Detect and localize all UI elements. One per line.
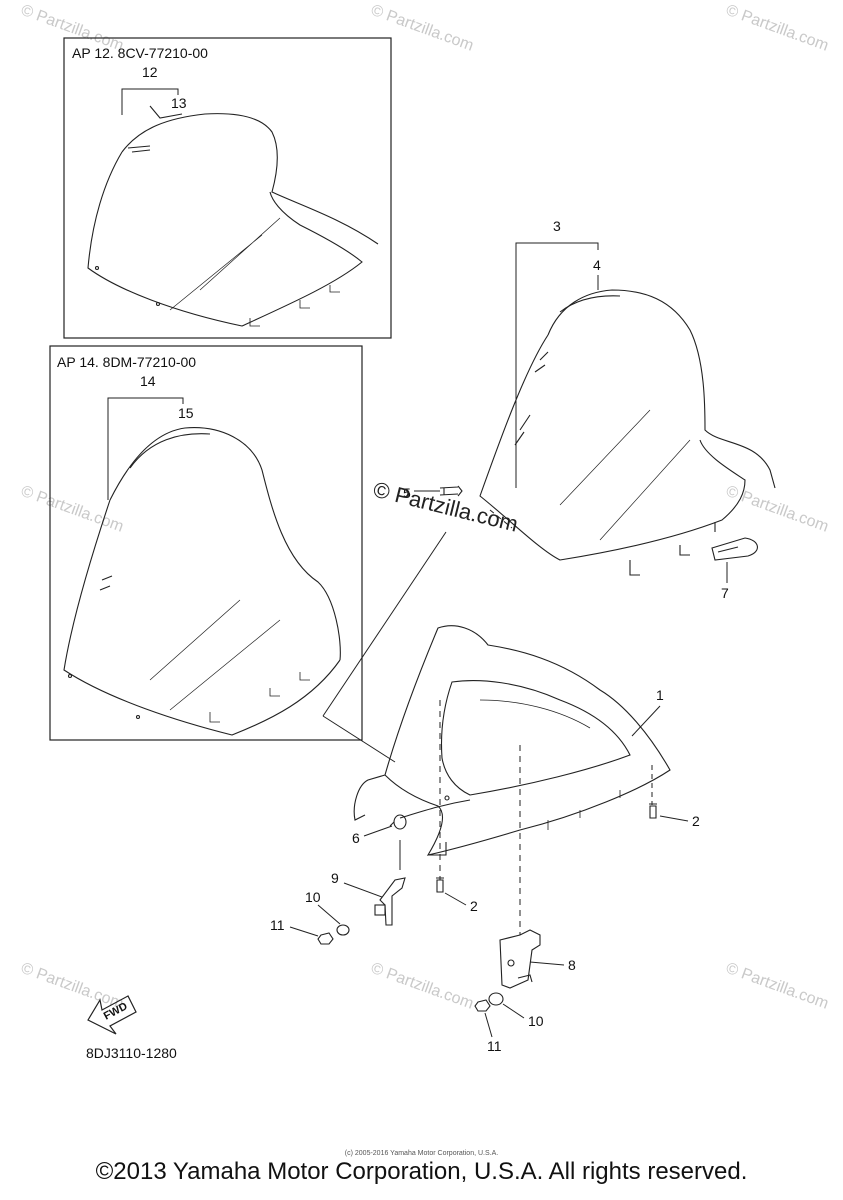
callout-1: 1 — [656, 687, 664, 703]
bracket-9 — [374, 877, 406, 926]
nut-11-right — [474, 999, 491, 1012]
callout-11: 11 — [270, 917, 285, 933]
bracket-8 — [499, 929, 541, 989]
callout-14: 14 — [140, 373, 156, 389]
inset-ap12: AP 12. 8CV-77210-00 12 13 — [63, 37, 392, 339]
inset-title: AP 14. 8DM-77210-00 — [57, 354, 196, 370]
copyright-footer: ©2013 Yamaha Motor Corporation, U.S.A. A… — [95, 1158, 748, 1185]
screw-2-center — [436, 877, 444, 893]
windshield-ap12 — [87, 105, 379, 327]
cowling-part-1 — [353, 625, 671, 856]
callout-12: 12 — [142, 64, 158, 80]
callout-2: 2 — [692, 813, 700, 829]
callout-7: 7 — [721, 585, 729, 601]
callout-15: 15 — [178, 405, 194, 421]
center-watermark: © Partzilla.com — [371, 477, 521, 537]
inset-ap14: AP 14. 8DM-77210-00 14 15 — [49, 345, 363, 741]
bolt-5 — [439, 485, 463, 497]
screw-2-right — [649, 803, 657, 819]
windshield-outline — [479, 289, 776, 576]
grommet-6 — [389, 814, 407, 830]
callout-4: 4 — [593, 257, 601, 273]
callout-2: 2 — [470, 898, 478, 914]
inset-frame — [63, 37, 392, 339]
group-bracket — [121, 88, 179, 115]
callout-11: 11 — [487, 1038, 502, 1054]
callout-10: 10 — [528, 1013, 544, 1029]
group-bracket — [107, 397, 184, 500]
callout-10: 10 — [305, 889, 321, 905]
watermark: © Partzilla.com — [369, 960, 476, 1013]
callout-13: 13 — [171, 95, 187, 111]
group-bracket — [515, 242, 599, 488]
watermark: © Partzilla.com — [19, 483, 126, 536]
tiny-credit: (c) 2005-2016 Yamaha Motor Corporation, … — [344, 1150, 499, 1157]
nut-11-left — [317, 932, 334, 945]
washer-10-right — [488, 992, 504, 1006]
callout-8: 8 — [568, 957, 576, 973]
assembly-guide-lines — [322, 509, 653, 935]
inset-title: AP 12. 8CV-77210-00 — [72, 45, 208, 61]
watermark: © Partzilla.com — [19, 960, 126, 1013]
watermark: © Partzilla.com — [724, 960, 831, 1013]
diagram-code: 8DJ3110-1280 — [86, 1045, 177, 1061]
watermark: © Partzilla.com — [369, 2, 476, 55]
washer-10-left — [336, 924, 350, 936]
callout-6: 6 — [352, 830, 360, 846]
windshield-ap14 — [63, 427, 341, 736]
watermark: © Partzilla.com — [724, 2, 831, 55]
main-windshield: 3 4 5 7 — [403, 218, 776, 601]
watermark: © Partzilla.com — [724, 483, 831, 536]
callout-9: 9 — [331, 870, 339, 886]
callout-3: 3 — [553, 218, 561, 234]
callout-5: 5 — [403, 485, 411, 501]
inset-frame — [49, 345, 363, 741]
part-7-clip — [711, 537, 758, 561]
